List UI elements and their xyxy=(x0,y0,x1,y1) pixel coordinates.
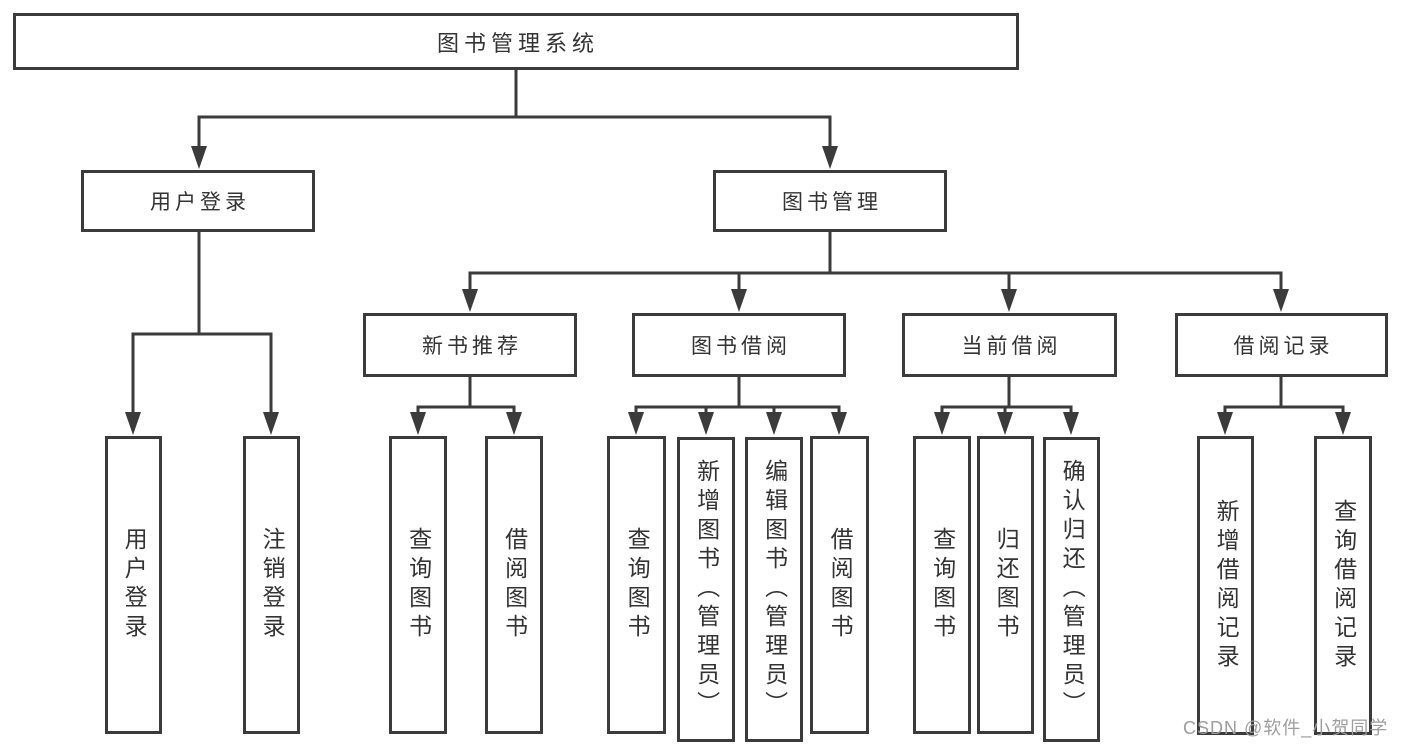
arrow-down-icon xyxy=(934,412,950,435)
arrow-down-icon xyxy=(263,412,279,435)
leaf-bb-add-books-admin: 新增图书（管理员） xyxy=(677,437,735,742)
arrow-down-icon xyxy=(410,412,426,435)
csdn-watermark: CSDN @软件_小贺同学 xyxy=(1183,718,1389,738)
arrow-down-icon xyxy=(506,412,522,435)
node-borrowing-records: 借阅记录 xyxy=(1175,313,1388,377)
connector-bookborrow-bus xyxy=(634,405,841,414)
node-label: 查询图书 xyxy=(624,527,651,643)
arrow-down-icon xyxy=(1273,289,1289,312)
node-book-management: 图书管理 xyxy=(713,170,947,232)
node-label: 注销登录 xyxy=(259,527,286,643)
node-label: 图书管理 xyxy=(782,191,882,214)
node-label: 当前借阅 xyxy=(961,335,1062,358)
leaf-nbr-query-books: 查询图书 xyxy=(389,436,447,734)
node-label: 查询图书 xyxy=(929,527,956,643)
node-label: 编辑图书（管理员） xyxy=(761,459,788,720)
node-user-login: 用户登录 xyxy=(81,170,315,232)
node-library-management-system: 图书管理系统 xyxy=(13,13,1019,70)
connector-level3-drop xyxy=(737,273,1011,292)
arrow-down-icon xyxy=(1217,412,1233,435)
arrow-down-icon xyxy=(628,412,644,435)
connector-newbook-bus xyxy=(416,405,516,414)
leaf-br-add-record: 新增借阅记录 xyxy=(1197,436,1254,735)
leaf-user-login: 用户登录 xyxy=(105,436,162,734)
leaf-cb-confirm-return-admin: 确认归还（管理员） xyxy=(1043,437,1100,742)
node-label: 新书推荐 xyxy=(422,335,522,358)
node-new-book-recommendation: 新书推荐 xyxy=(363,313,577,377)
leaf-cb-query-books: 查询图书 xyxy=(913,436,971,734)
node-label: 查询借阅记录 xyxy=(1330,498,1357,673)
connector-borrowrecord-bus xyxy=(1223,405,1345,414)
arrow-down-icon xyxy=(731,289,747,312)
leaf-nbr-borrow-books: 借阅图书 xyxy=(485,436,543,734)
arrow-down-icon xyxy=(822,146,838,169)
arrow-down-icon xyxy=(191,146,207,169)
arrow-down-icon xyxy=(1335,412,1351,435)
leaf-bb-borrow-books: 借阅图书 xyxy=(810,436,869,734)
node-label: 借阅图书 xyxy=(501,527,528,643)
node-book-borrowing: 图书借阅 xyxy=(632,313,846,377)
leaf-bb-query-books: 查询图书 xyxy=(607,436,666,734)
arrow-down-icon xyxy=(831,412,847,435)
node-label: 用户登录 xyxy=(150,191,250,214)
leaf-logout: 注销登录 xyxy=(243,436,300,734)
connector-userlogin-bus xyxy=(131,332,273,414)
arrow-down-icon xyxy=(125,412,141,435)
node-label: 借阅记录 xyxy=(1233,335,1334,358)
arrow-down-icon xyxy=(997,412,1013,435)
leaf-br-query-record: 查询借阅记录 xyxy=(1314,436,1372,735)
node-label: 确认归还（管理员） xyxy=(1059,459,1086,720)
arrow-down-icon xyxy=(1001,289,1017,312)
arrow-down-icon xyxy=(766,412,782,435)
node-label: 图书借阅 xyxy=(691,335,791,358)
arrow-down-icon xyxy=(698,412,714,435)
node-label: 新增图书（管理员） xyxy=(693,459,720,720)
node-label: 新增借阅记录 xyxy=(1213,498,1240,673)
connector-level3-bus xyxy=(468,271,1283,292)
node-label: 用户登录 xyxy=(121,527,148,643)
node-label: 借阅图书 xyxy=(827,527,854,643)
leaf-bb-edit-books-admin: 编辑图书（管理员） xyxy=(745,437,803,742)
node-label: 归还图书 xyxy=(993,527,1020,643)
arrow-down-icon xyxy=(462,289,478,312)
leaf-cb-return-books: 归还图书 xyxy=(977,436,1034,734)
connector-level2-bus xyxy=(197,115,832,148)
arrow-down-icon xyxy=(1063,412,1079,435)
node-label: 查询图书 xyxy=(405,527,432,643)
node-current-borrowing: 当前借阅 xyxy=(902,313,1117,377)
node-label: 图书管理系统 xyxy=(436,30,599,56)
